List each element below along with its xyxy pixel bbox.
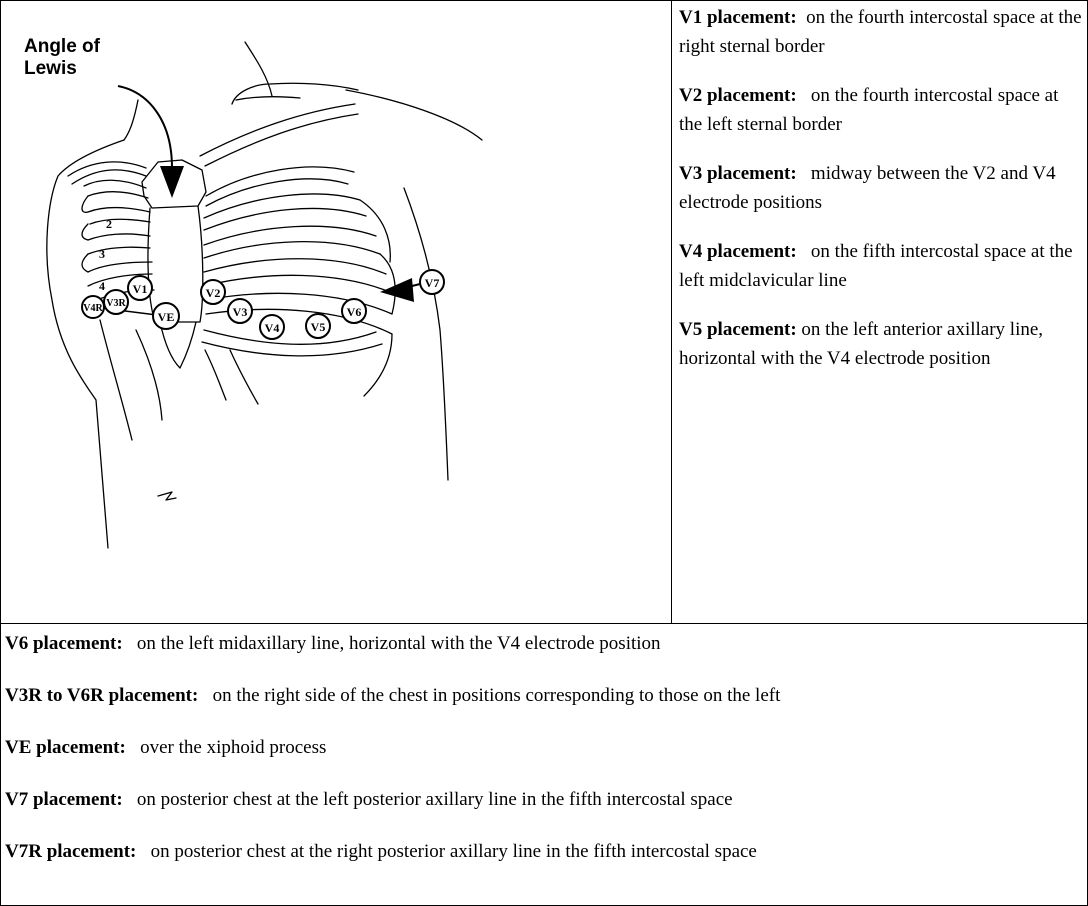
rib-number-4: 4	[99, 279, 105, 293]
electrode-v3r-label: V3R	[106, 298, 126, 309]
callout-line-2: Lewis	[24, 58, 154, 80]
placement-v7: V7 placement: on posterior chest at the …	[5, 788, 1085, 812]
electrode-v6-label: V6	[347, 305, 362, 319]
v7-arrow	[380, 278, 424, 302]
placement-v5: V5 placement: on the left anterior axill…	[679, 316, 1083, 373]
placement-text: on the left midaxillary line, horizontal…	[137, 633, 661, 654]
placement-v1: V1 placement: on the fourth intercostal …	[679, 4, 1083, 61]
electrode-v5: V5	[306, 314, 330, 338]
placement-label: VE placement:	[5, 737, 126, 758]
electrode-ve: VE	[153, 303, 179, 329]
placement-label: V1 placement:	[679, 7, 797, 28]
electrodes: V4R V3R V1 VE V2 V3	[82, 270, 444, 339]
placement-text: on posterior chest at the left posterior…	[137, 789, 733, 810]
electrode-v1: V1	[128, 276, 152, 300]
electrode-v7-label: V7	[425, 276, 440, 290]
chest-diagram: 2 3 4 V4R V3R V1 VE	[0, 0, 671, 623]
rib-number-2: 2	[106, 217, 112, 231]
chest-illustration: 2 3 4 V4R V3R V1 VE	[0, 0, 671, 623]
column-divider	[671, 0, 672, 623]
electrode-ve-label: VE	[158, 310, 175, 324]
electrode-v2: V2	[201, 280, 225, 304]
placement-v4: V4 placement: on the fifth intercostal s…	[679, 238, 1083, 295]
angle-of-lewis-arrow	[118, 86, 184, 198]
placement-text: on posterior chest at the right posterio…	[151, 841, 757, 862]
electrode-v5-label: V5	[311, 320, 326, 334]
electrode-v4r: V4R	[82, 296, 104, 318]
electrode-v4r-label: V4R	[83, 303, 103, 314]
rib-numbers: 2 3 4	[99, 217, 112, 293]
electrode-v4: V4	[260, 315, 284, 339]
rib-number-3: 3	[99, 247, 105, 261]
placement-label: V7 placement:	[5, 789, 123, 810]
angle-of-lewis-label: Angle of Lewis	[24, 36, 154, 80]
electrode-v1-label: V1	[133, 282, 148, 296]
placement-list-bottom: V6 placement: on the left midaxillary li…	[5, 632, 1085, 892]
electrode-v6: V6	[342, 299, 366, 323]
placement-v2: V2 placement: on the fourth intercostal …	[679, 82, 1083, 139]
electrode-v3-label: V3	[233, 305, 248, 319]
placement-label: V2 placement:	[679, 85, 797, 106]
row-divider	[0, 623, 1088, 624]
placement-v7r: V7R placement: on posterior chest at the…	[5, 840, 1085, 864]
placement-text: on the right side of the chest in positi…	[213, 685, 781, 706]
placement-list-right: V1 placement: on the fourth intercostal …	[679, 4, 1083, 394]
placement-label: V6 placement:	[5, 633, 123, 654]
placement-label: V4 placement:	[679, 241, 797, 262]
placement-ve: VE placement: over the xiphoid process	[5, 736, 1085, 760]
electrode-v3: V3	[228, 299, 252, 323]
electrode-v4-label: V4	[265, 321, 280, 335]
callout-line-1: Angle of	[24, 36, 154, 58]
electrode-v3r: V3R	[104, 290, 128, 314]
placement-label: V3R to V6R placement:	[5, 685, 198, 706]
electrode-v7: V7	[420, 270, 444, 294]
placement-v3: V3 placement: midway between the V2 and …	[679, 160, 1083, 217]
placement-text: over the xiphoid process	[140, 737, 326, 758]
placement-v3r-v6r: V3R to V6R placement: on the right side …	[5, 684, 1085, 708]
electrode-v2-label: V2	[206, 286, 221, 300]
placement-v6: V6 placement: on the left midaxillary li…	[5, 632, 1085, 656]
placement-label: V7R placement:	[5, 841, 136, 862]
placement-label: V5 placement:	[679, 319, 797, 340]
placement-label: V3 placement:	[679, 163, 797, 184]
